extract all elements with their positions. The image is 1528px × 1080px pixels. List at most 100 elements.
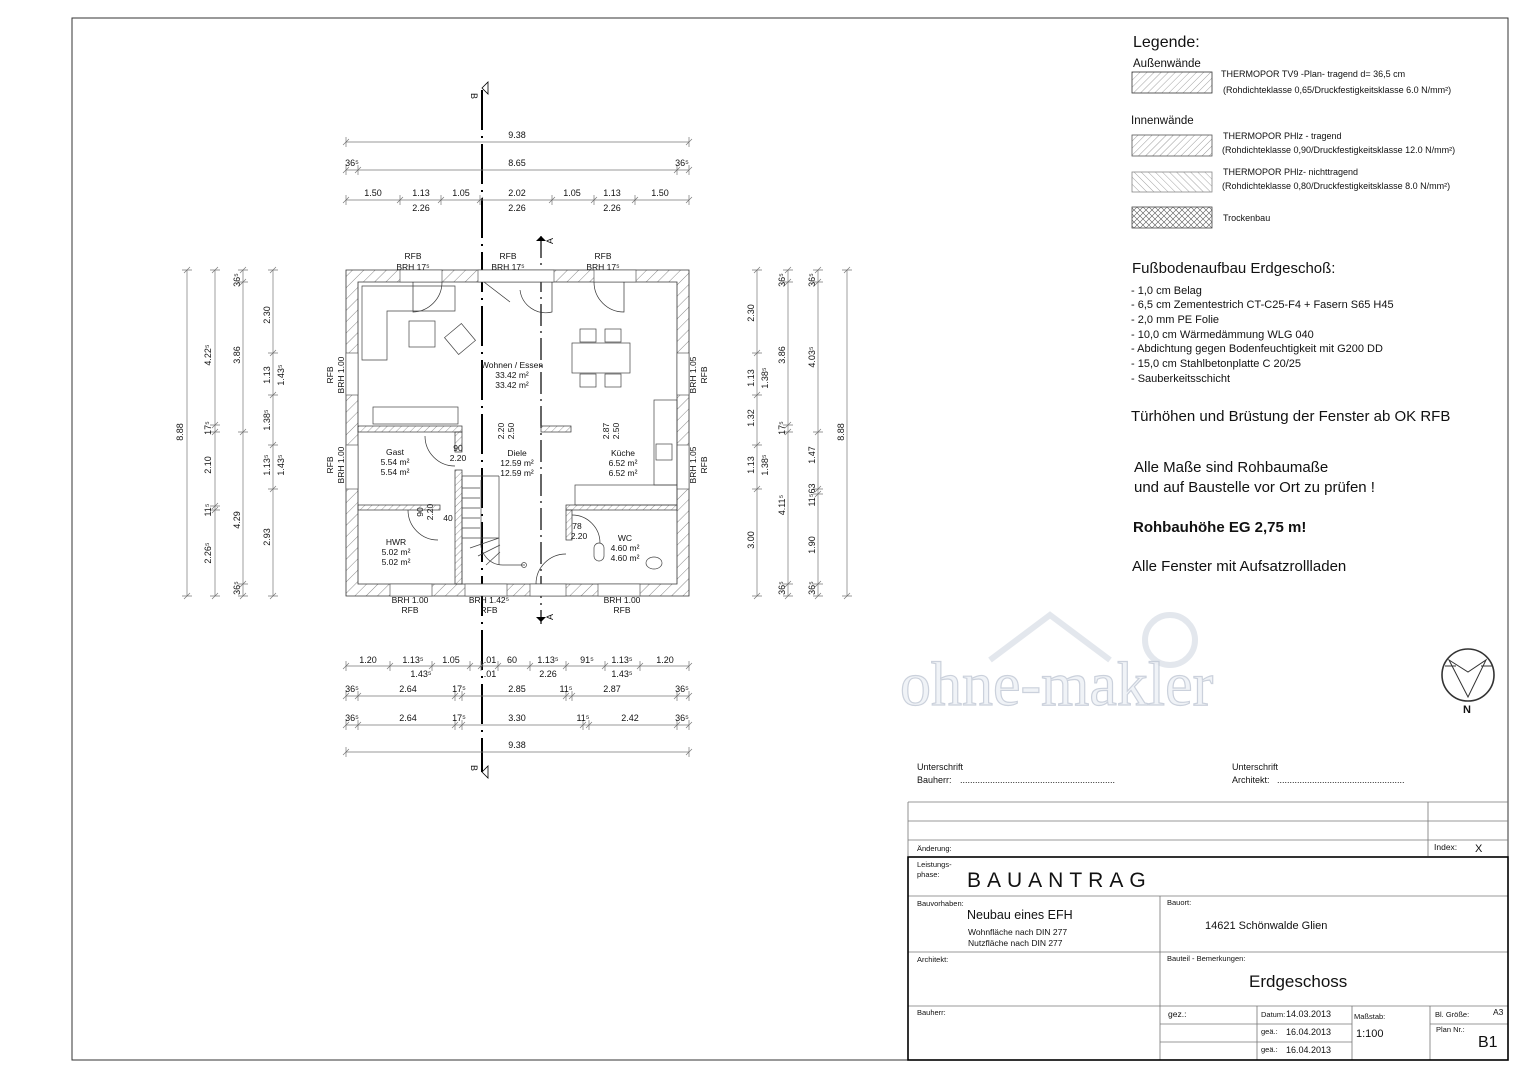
dimension-label: 1.90 [807,536,817,554]
dimension-label: 1.38⁵ [760,367,770,389]
door-label: 2.20 [425,503,435,520]
sheet-size-label: Bl. Größe: [1435,1010,1469,1019]
floor-layer: - Sauberkeitsschicht [1131,373,1230,385]
dimension-line [238,266,248,600]
window-label: BRH 1.00 [336,356,346,393]
room-area: 5.54 m² [381,457,410,467]
dimension-label: 1.13 [262,366,272,384]
window [464,583,508,597]
plan-no-value: B1 [1478,1034,1498,1051]
section-axis-b [481,81,489,779]
dimension-label: 2.42 [621,713,639,723]
room-area: 12.59 m² [500,458,534,468]
floor-layer: - 6,5 cm Zementestrich CT-C25-F4 + Faser… [1131,299,1394,311]
legend-outer-heading: Außenwände [1133,58,1201,70]
dimension-line [783,266,793,600]
section-axis-a [536,236,546,624]
room-name: Gast [386,447,405,457]
dimension-label: 11⁵ [559,684,572,694]
dimension-label: 1.20 [359,655,377,665]
dimension-line [752,266,762,600]
project-label: Bauvorhaben: [917,899,964,908]
project-note-2: Nutzfläche nach DIN 277 [968,938,1063,948]
dimension-label: 1.13⁵ [537,655,559,665]
dimension-label: 1.13 [746,369,756,387]
sig-architect-heading: Unterschrift [1232,762,1279,772]
dimension-label: 1.13⁵ [611,655,633,665]
note-dims-2: und auf Baustelle vor Ort zu prüfen ! [1134,479,1375,496]
legend: Legende: Außenwände THERMOPOR TV9 -Plan-… [1131,34,1455,229]
dimension-label: 1.05 [452,188,470,198]
inner-nonbearing-swatch [1131,171,1213,193]
dimension-label: 9.38 [508,740,526,750]
dimension-line [342,691,693,701]
niche-label: 40 [443,513,453,523]
dimension-label: 3.86 [232,346,242,364]
dimension-label: 1.38⁵ [262,409,272,431]
window-label: BRH 17⁵ [586,262,619,272]
window-label: RFB [595,251,612,261]
window-label: BRH 1.05 [688,446,698,483]
dimension-label: 17⁵ [452,713,466,723]
legend-inner-bearing-l1: THERMOPOR PHlz - tragend [1223,131,1342,141]
note-dims-1: Alle Maße sind Rohbaumaße [1134,459,1328,476]
changed2-label: geä.: [1261,1045,1278,1054]
dimension-label: 36⁵ [807,581,817,595]
dimension-label: 1.47 [807,446,817,464]
sink [655,443,673,461]
furniture [361,285,678,584]
dimension-label: .01 [484,669,497,679]
outer-wall-swatch [1131,71,1213,94]
washbasin [593,542,605,562]
index-label: Index: [1434,842,1457,852]
kitchen-counter [574,484,678,506]
floor-build-title: Fußbodenaufbau Erdgeschoß: [1132,260,1335,277]
window-label: BRH 1.42⁵ [469,595,509,605]
window [676,352,690,396]
legend-inner-bearing-l2: (Rohdichteklasse 0,90/Druckfestigkeitskl… [1222,145,1455,155]
phase-value: BAUANTRAG [967,869,1152,892]
window [593,269,637,283]
dimension-label: .01 [484,655,497,665]
dimension-label: 1.13 [746,456,756,474]
room-area: 5.02 m² [382,557,411,567]
owner-label: Bauherr: [917,1008,946,1017]
window [345,444,359,490]
dimension-label: 1.13 [412,188,430,198]
dimension-label: 36⁵ [232,581,242,595]
sig-owner-label: Bauherr: [917,775,952,785]
section-label: A [545,238,555,244]
floor-layer: - Abdichtung gegen Bodenfeuchtigkeit mit… [1131,343,1383,355]
legend-outer-l2: (Rohdichteklasse 0,65/Druckfestigkeitskl… [1223,85,1451,95]
sofa [361,285,456,361]
dimension-line [268,266,278,600]
room-name: HWR [386,537,406,547]
signatures: Unterschrift Bauherr: ..................… [917,762,1405,785]
dimension-label: 36⁵ [345,713,359,723]
dimension-line [342,720,693,730]
window [399,269,443,283]
window-label: RFB [481,605,498,615]
sideboard [372,406,459,425]
terrace-door [477,269,555,283]
dimension-label: 1.13⁵ [402,655,424,665]
project-note-1: Wohnfläche nach DIN 277 [968,927,1067,937]
dimension-label: 11⁵ [576,713,589,723]
component-label: Bauteil - Bemerkungen: [1167,954,1245,963]
dimension-label: 2.30 [262,306,272,324]
dimension-label: 36⁵ [777,273,787,287]
door-label: 90 [415,507,425,517]
drawn-label: gez.: [1168,1009,1186,1019]
dimension-label: 11⁵ [203,503,213,516]
window-label: RFB [405,251,422,261]
scale-value: 1:100 [1356,1028,1384,1040]
window-label: RFB [500,251,517,261]
dimension-label: 36⁵ [675,684,689,694]
dimension-label: 36⁵ [345,684,359,694]
door-label: 90 [453,443,463,453]
dimension-label: 1.32 [746,409,756,427]
dimension-label: 4.03⁵ [807,346,817,368]
plan-no-label: Plan Nr.: [1436,1025,1465,1034]
dimension-label: 1.38⁵ [760,454,770,476]
dimension-label: 2.64 [399,684,417,694]
